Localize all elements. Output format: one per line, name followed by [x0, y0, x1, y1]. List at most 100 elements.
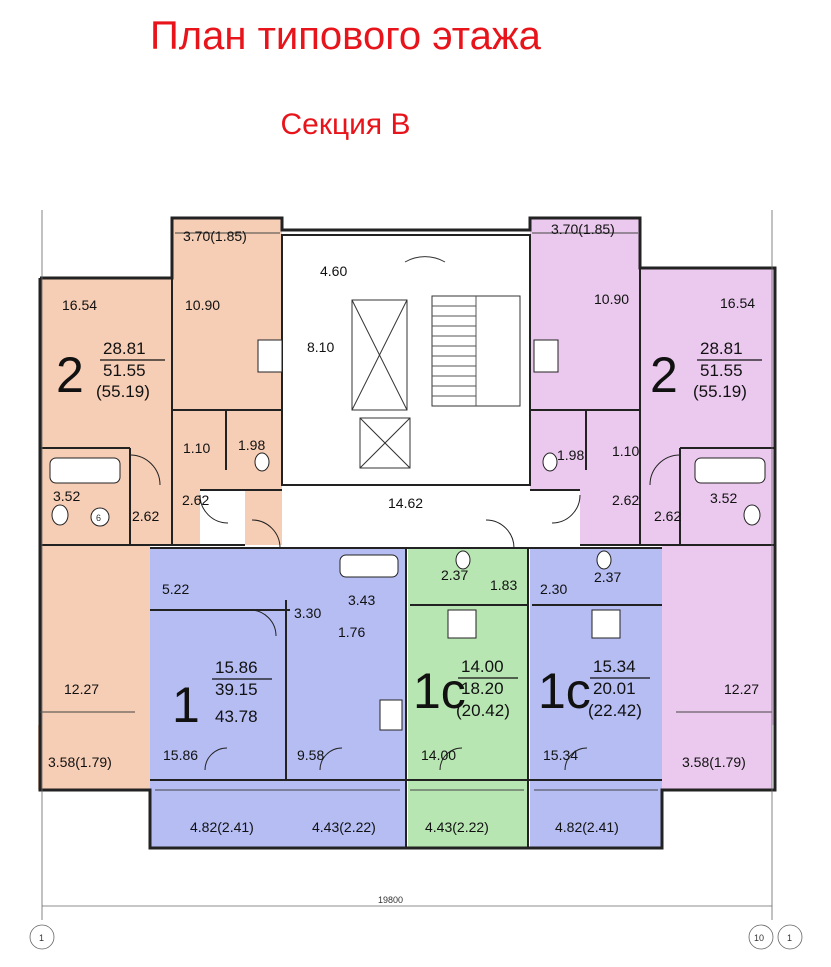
area-label: 9.58 — [297, 747, 324, 763]
apt-right-balcony-fill — [676, 725, 772, 790]
area-label: 12.27 — [64, 681, 99, 697]
balcony-rails — [40, 232, 772, 791]
apt-studio-b-fill — [530, 548, 662, 848]
dimension-label: 19800 — [378, 895, 403, 905]
toilet-icon — [596, 550, 612, 570]
stove-icon — [533, 339, 559, 373]
apt-studio-a-living: 14.00 — [461, 657, 504, 676]
apt-studio-a-total-balcony: (20.42) — [456, 701, 510, 720]
number-circle-icon — [90, 507, 110, 527]
area-label: 1.10 — [183, 440, 210, 456]
page-subtitle: Секция В — [280, 108, 411, 141]
apt-left-living: 28.81 — [103, 339, 146, 358]
apt-studio-a-rooms: 1c — [413, 663, 466, 719]
apt-one-room-fill — [150, 548, 406, 848]
dimension-line — [29, 210, 803, 950]
area-label: 12.27 — [724, 681, 759, 697]
walls — [38, 216, 777, 850]
axis-label-left: 1 — [39, 933, 44, 943]
area-label: 2.62 — [654, 508, 681, 524]
area-label: 2.62 — [132, 508, 159, 524]
area-label: 15.86 — [163, 747, 198, 763]
toilet-icon — [455, 550, 471, 570]
area-label: 1.10 — [612, 443, 639, 459]
toilet-icon — [743, 504, 761, 526]
area-label: 16.54 — [720, 295, 755, 311]
apt-one-total-balcony: 43.78 — [215, 707, 258, 726]
area-label: 1.83 — [490, 577, 517, 593]
apt-studio-a-fill — [408, 548, 528, 848]
apt-studio-b-total: 20.01 — [593, 679, 636, 698]
area-label: 2.30 — [540, 581, 567, 597]
axis-marker-left — [29, 924, 55, 950]
area-label: 3.58(1.79) — [48, 754, 112, 770]
apt-left-2room-fill — [40, 218, 282, 790]
apt-right-rooms: 2 — [650, 347, 678, 403]
area-label: 4.60 — [320, 263, 347, 279]
area-label: 3.43 — [348, 592, 375, 608]
apartment-fills — [38, 218, 775, 848]
apt-studio-b-total-balcony: (22.42) — [588, 701, 642, 720]
bathtub-icon — [49, 457, 121, 484]
apt-left-total-balcony: (55.19) — [96, 382, 150, 401]
fixtures — [49, 339, 766, 731]
apt-one-living: 15.86 — [215, 658, 258, 677]
area-label: 4.43(2.22) — [425, 819, 489, 835]
apt-left-balcony-fill — [38, 725, 136, 790]
axis-label-right-a: 10 — [754, 933, 764, 943]
area-label: 1.98 — [238, 437, 265, 453]
area-label: 15.34 — [543, 747, 578, 763]
axis-marker-right-b — [777, 924, 803, 950]
area-label: 2.62 — [182, 492, 209, 508]
area-label: 10.90 — [185, 297, 220, 313]
bathtub-icon — [339, 554, 399, 578]
doors — [129, 454, 681, 771]
apt-left-rooms: 2 — [56, 347, 84, 403]
area-label: 10.90 — [594, 291, 629, 307]
area-label: 3.58(1.79) — [682, 754, 746, 770]
axis-marker-right-a — [748, 924, 774, 950]
area-label: 1.76 — [338, 624, 365, 640]
area-label: 3.70(1.85) — [551, 221, 615, 237]
stove-icon — [591, 609, 621, 639]
apt-studio-a-total: 18.20 — [461, 679, 504, 698]
toilet-icon — [254, 452, 270, 472]
stair-core — [351, 256, 521, 469]
toilet-icon — [51, 504, 69, 526]
apt-one-total: 39.15 — [215, 680, 258, 699]
apt-one-rooms: 1 — [172, 677, 200, 733]
area-label: 5.22 — [162, 581, 189, 597]
apt-right-total-balcony: (55.19) — [693, 382, 747, 401]
apt-right-living: 28.81 — [700, 339, 743, 358]
area-label: 3.70(1.85) — [183, 228, 247, 244]
area-label: 3.30 — [294, 605, 321, 621]
room-area-labels: 3.70(1.85) 16.54 10.90 1.10 1.98 3.52 2.… — [48, 221, 759, 835]
stove-icon — [447, 609, 477, 639]
area-label: 2.37 — [441, 567, 468, 583]
area-label: 16.54 — [62, 297, 97, 313]
area-label: 14.62 — [388, 495, 423, 511]
stove-icon — [257, 339, 283, 373]
area-label: 6 — [96, 513, 101, 523]
area-label: 14.00 — [421, 747, 456, 763]
area-label: 4.82(2.41) — [555, 819, 619, 835]
page-title: План типового этажа — [150, 14, 541, 58]
area-label: 1.98 — [557, 447, 584, 463]
toilet-icon — [542, 452, 558, 472]
area-label: 4.82(2.41) — [190, 819, 254, 835]
apt-right-2room-fill — [530, 218, 775, 790]
apt-right-total: 51.55 — [700, 361, 743, 380]
apt-studio-b-living: 15.34 — [593, 657, 636, 676]
area-label: 3.52 — [53, 488, 80, 504]
area-label: 3.52 — [710, 490, 737, 506]
bathtub-icon — [694, 457, 766, 484]
area-label: 2.62 — [612, 492, 639, 508]
apt-left-total: 51.55 — [103, 361, 146, 380]
apt-studio-b-rooms: 1c — [538, 663, 591, 719]
area-label: 8.10 — [307, 339, 334, 355]
stove-icon — [379, 699, 403, 731]
area-label: 2.37 — [594, 569, 621, 585]
area-label: 4.43(2.22) — [312, 819, 376, 835]
axis-label-right-b: 1 — [787, 933, 792, 943]
